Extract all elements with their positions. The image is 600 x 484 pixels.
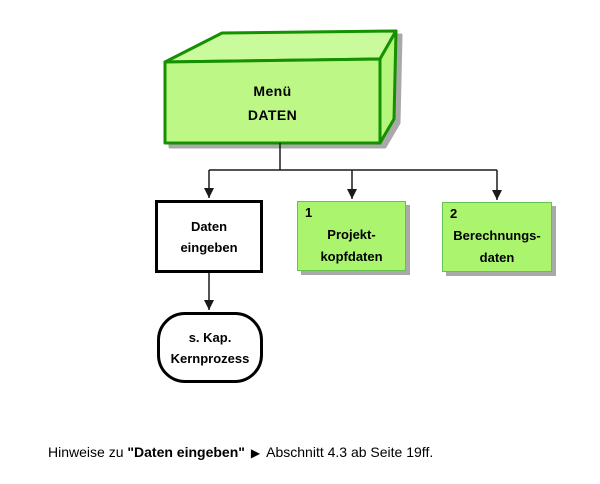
node-daten-eingeben-line1: Daten [190,218,228,234]
node-kernprozess: s. Kap. Kernprozess [157,312,263,383]
node-projektkopfdaten-label: Projekt- kopfdaten [298,202,405,267]
node-projektkopfdaten: 1 Projekt- kopfdaten [297,201,406,271]
menu-box-front-face [163,57,382,145]
node-kernprozess-line1: s. Kap. [188,329,232,345]
node-berechnungsdaten-number: 2 [450,206,458,221]
connector-lines [204,143,502,310]
caption-highlight: "Daten eingeben" [127,444,245,460]
node-daten-eingeben-line2: eingeben [180,239,238,255]
menu-box-top-face [163,29,398,64]
menu-box-label-line1: Menü [253,82,292,99]
caption-suffix: Abschnitt 4.3 ab Seite 19ff. [266,444,434,460]
node-projektkopfdaten-line2: kopfdaten [320,248,383,264]
caption-prefix: Hinweise zu [48,444,128,460]
caption: Hinweise zu "Daten eingeben" ▶ Abschnitt 4… [48,444,433,461]
caption-pointer-icon: ▶ [250,446,261,460]
node-projektkopfdaten-number: 1 [305,205,313,220]
node-daten-eingeben: Daten eingeben [155,200,263,273]
menu-box-3d [163,29,398,145]
menu-box-label-line2: DATEN [247,106,298,123]
node-berechnungsdaten-label: Berechnungs- daten [443,203,551,268]
menu-box-label: Menü DATEN [165,62,380,143]
node-berechnungsdaten: 2 Berechnungs- daten [442,202,552,272]
node-projektkopfdaten-line1: Projekt- [327,227,376,242]
node-kernprozess-line2: Kernprozess [170,350,250,366]
node-berechnungsdaten-line1: Berechnungs- [453,228,541,243]
node-berechnungsdaten-line2: daten [479,249,515,265]
